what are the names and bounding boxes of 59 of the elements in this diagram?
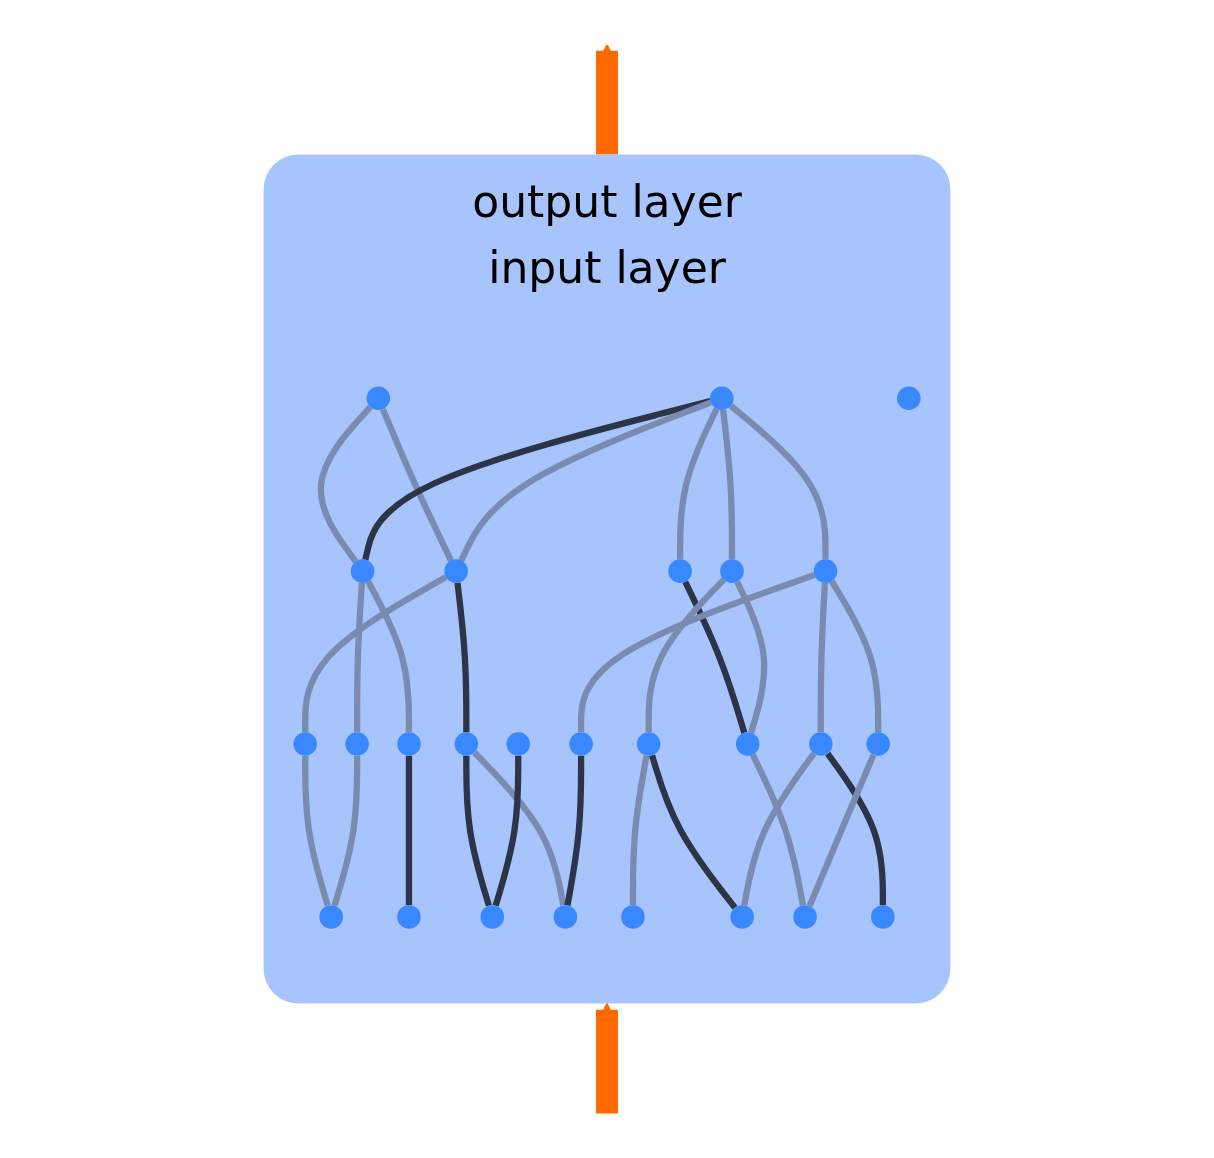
connector <box>749 753 807 906</box>
connector <box>828 579 882 733</box>
connector <box>825 751 886 906</box>
connector <box>682 580 748 734</box>
node-circle <box>444 559 468 583</box>
connector <box>362 398 712 561</box>
node-circle <box>319 905 343 929</box>
node-circle <box>397 732 421 756</box>
connector <box>405 755 413 906</box>
node-circle <box>569 732 593 756</box>
connector <box>676 407 720 560</box>
node-circle <box>480 905 505 929</box>
node-circle <box>397 905 421 929</box>
node-circle <box>709 386 734 410</box>
connector <box>817 582 828 733</box>
node-circle <box>553 905 578 929</box>
connector <box>734 580 768 734</box>
node-circle <box>793 905 817 929</box>
node-circle <box>735 732 760 756</box>
cluster: output layer input layer <box>263 154 951 1004</box>
connector <box>317 404 373 564</box>
connector <box>331 755 361 907</box>
node-circle <box>730 905 754 929</box>
node-circle <box>366 386 391 410</box>
connector <box>728 403 829 560</box>
connector <box>302 755 331 907</box>
connector <box>806 753 877 908</box>
node-circle <box>636 732 661 756</box>
node-circle <box>897 386 921 410</box>
connector <box>577 572 816 733</box>
node-circle <box>668 559 692 583</box>
node-circle <box>345 732 369 756</box>
connector <box>458 399 712 562</box>
connector <box>454 582 470 733</box>
connector <box>629 755 650 906</box>
connector <box>564 755 585 906</box>
node-circle <box>506 732 530 756</box>
node-circle <box>866 732 890 756</box>
connector <box>645 577 727 733</box>
node-circle <box>621 905 645 929</box>
connector <box>649 754 738 910</box>
node-circle <box>350 559 375 583</box>
node-circle <box>809 732 833 756</box>
node-circle <box>871 905 895 929</box>
node-circle <box>454 732 479 756</box>
connector <box>353 582 365 733</box>
connector <box>741 751 817 906</box>
connector <box>379 407 454 562</box>
node-circle <box>720 559 744 583</box>
arrow <box>596 1002 618 1116</box>
connector <box>472 750 567 906</box>
connector <box>302 574 448 733</box>
connector <box>365 580 413 733</box>
connector <box>463 755 492 907</box>
arrow <box>596 43 618 157</box>
node-circle <box>293 732 317 756</box>
node-circle <box>813 559 838 583</box>
connector <box>492 755 522 907</box>
connector <box>720 409 736 560</box>
